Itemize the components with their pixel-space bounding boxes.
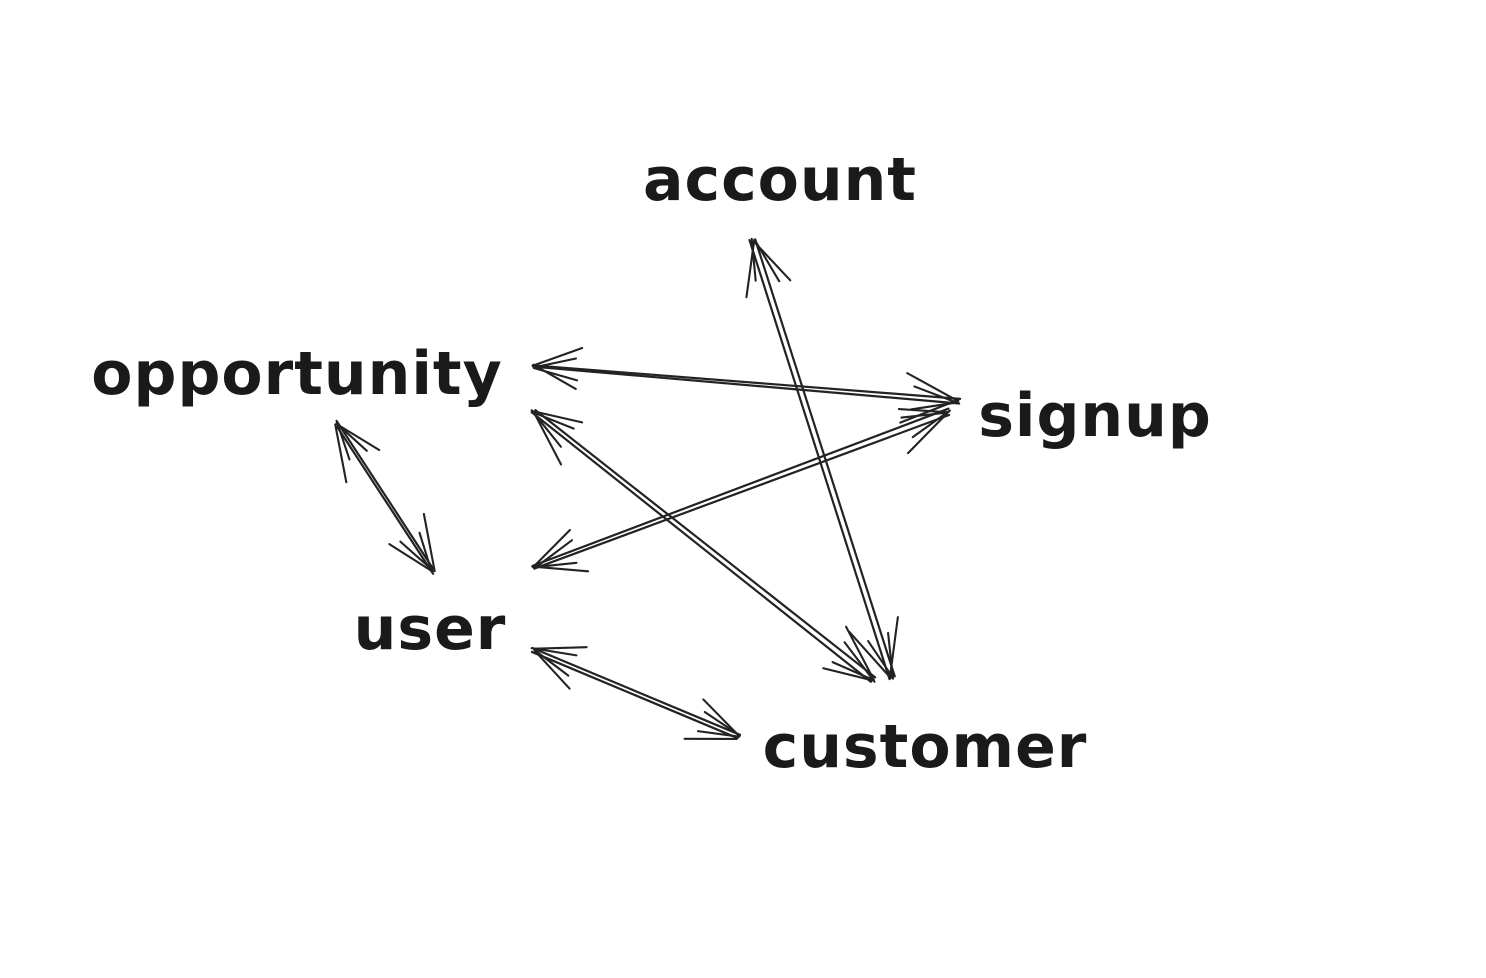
edge-opportunity-customer[interactable]: [530, 409, 877, 683]
node-account[interactable]: account: [643, 145, 917, 215]
node-customer[interactable]: customer: [762, 712, 1088, 782]
node-user[interactable]: user: [353, 594, 507, 664]
edge-user-signup[interactable]: [531, 407, 951, 573]
edge-opportunity-user[interactable]: [334, 419, 436, 575]
node-signup[interactable]: signup: [978, 381, 1212, 451]
edge-user-customer[interactable]: [530, 646, 742, 740]
edge-customer-account[interactable]: [745, 237, 899, 681]
node-opportunity[interactable]: opportunity: [91, 339, 503, 409]
edge-opportunity-signup[interactable]: [531, 346, 962, 424]
